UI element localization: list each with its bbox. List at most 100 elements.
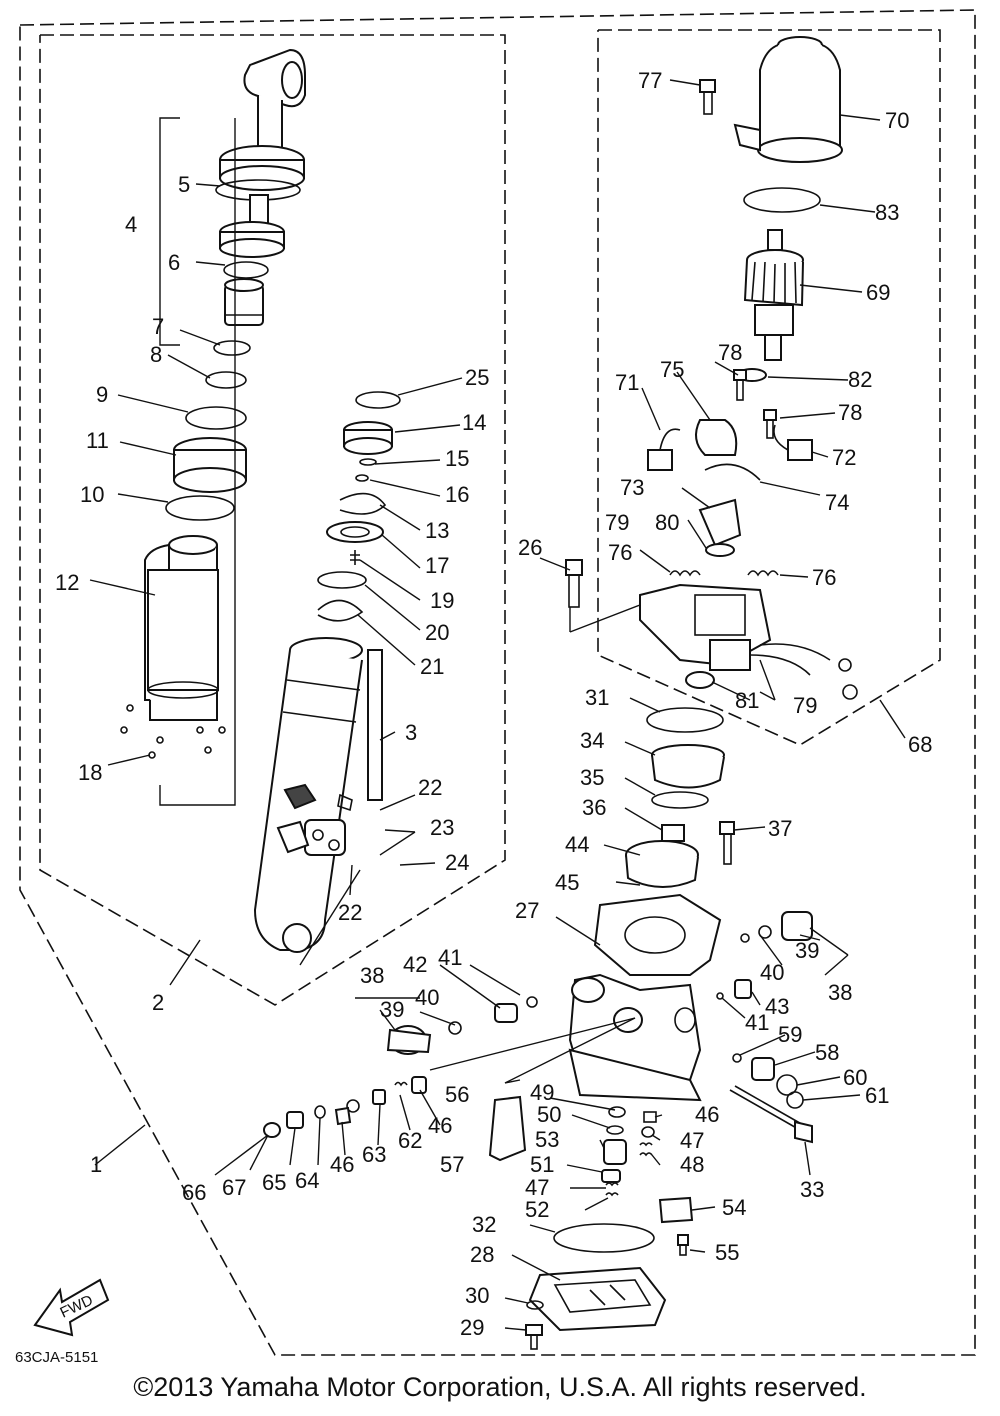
callout-1: 1 — [90, 1152, 102, 1177]
callout-40a: 40 — [415, 985, 439, 1010]
callout-4: 4 — [125, 212, 137, 237]
trim-cylinder — [253, 637, 383, 953]
callout-2: 2 — [152, 990, 164, 1015]
callout-28: 28 — [470, 1242, 494, 1267]
callout-72: 72 — [832, 445, 856, 470]
callout-21: 21 — [420, 654, 444, 679]
callout-47a: 47 — [525, 1175, 549, 1200]
callout-51: 51 — [530, 1152, 554, 1177]
callout-76a: 76 — [608, 540, 632, 565]
diagram-code: 63CJA-5151 — [15, 1349, 98, 1366]
callout-15: 15 — [445, 446, 469, 471]
callout-52: 52 — [525, 1197, 549, 1222]
callout-70: 70 — [885, 108, 909, 133]
callout-3: 3 — [405, 720, 417, 745]
callout-37: 37 — [768, 816, 792, 841]
callout-59: 59 — [778, 1022, 802, 1047]
callout-64: 64 — [295, 1168, 319, 1193]
callout-46a: 46 — [428, 1113, 452, 1138]
callout-61: 61 — [865, 1083, 889, 1108]
callout-17: 17 — [425, 553, 449, 578]
callout-45: 45 — [555, 870, 579, 895]
forward-arrow-icon: FWD — [33, 1278, 110, 1337]
callout-47b: 47 — [680, 1128, 704, 1153]
callout-labels: 1 2 3 4 5 6 7 8 9 10 11 12 13 14 15 16 1… — [55, 68, 932, 1340]
callout-34: 34 — [580, 728, 604, 753]
callout-54: 54 — [722, 1195, 746, 1220]
callout-14: 14 — [462, 410, 486, 435]
callout-10: 10 — [80, 482, 104, 507]
assembly-1-boundary — [19, 9, 976, 1356]
callout-79a: 79 — [605, 510, 629, 535]
leader-lines — [89, 79, 906, 1331]
callout-48: 48 — [680, 1152, 704, 1177]
callout-22b: 22 — [338, 900, 362, 925]
callout-78a: 78 — [718, 340, 742, 365]
callout-44: 44 — [565, 832, 589, 857]
callout-74: 74 — [825, 490, 849, 515]
callout-77: 77 — [638, 68, 662, 93]
callout-46c: 46 — [695, 1102, 719, 1127]
callout-23: 23 — [430, 815, 454, 840]
callout-25: 25 — [465, 365, 489, 390]
callout-65: 65 — [262, 1170, 286, 1195]
callout-40b: 40 — [760, 960, 784, 985]
callout-69: 69 — [866, 280, 890, 305]
tilt-rod-assembly — [120, 48, 306, 759]
callout-35: 35 — [580, 765, 604, 790]
callout-12: 12 — [55, 570, 79, 595]
callout-55: 55 — [715, 1240, 739, 1265]
callout-6: 6 — [168, 250, 180, 275]
callout-81: 81 — [735, 688, 759, 713]
callout-49: 49 — [530, 1080, 554, 1105]
callout-79b: 79 — [793, 693, 817, 718]
callout-22a: 22 — [418, 775, 442, 800]
callout-50: 50 — [537, 1102, 561, 1127]
callout-33: 33 — [800, 1177, 824, 1202]
callout-38b: 38 — [828, 980, 852, 1005]
callout-42: 42 — [403, 952, 427, 977]
callout-30: 30 — [465, 1283, 489, 1308]
callout-80: 80 — [655, 510, 679, 535]
callout-73: 73 — [620, 475, 644, 500]
callout-24: 24 — [445, 850, 469, 875]
callout-63: 63 — [362, 1142, 386, 1167]
callout-46b: 46 — [330, 1152, 354, 1177]
callout-41b: 41 — [745, 1010, 769, 1035]
callout-66: 66 — [182, 1180, 206, 1205]
callout-39a: 39 — [380, 997, 404, 1022]
callout-7: 7 — [152, 314, 164, 339]
callout-9: 9 — [96, 382, 108, 407]
callout-36: 36 — [582, 795, 606, 820]
callout-83: 83 — [875, 200, 899, 225]
callout-76b: 76 — [812, 565, 836, 590]
callout-53: 53 — [535, 1127, 559, 1152]
callout-8: 8 — [150, 342, 162, 367]
callout-13: 13 — [425, 518, 449, 543]
valve-parts — [317, 391, 401, 622]
callout-11: 11 — [86, 428, 109, 453]
callout-57: 57 — [440, 1152, 464, 1177]
callout-82: 82 — [848, 367, 872, 392]
motor-assembly — [565, 36, 858, 700]
pump-body — [263, 707, 813, 1350]
callout-5: 5 — [178, 172, 190, 197]
callout-62: 62 — [398, 1128, 422, 1153]
callout-38a: 38 — [360, 963, 384, 988]
callout-60: 60 — [843, 1065, 867, 1090]
callout-43: 43 — [765, 994, 789, 1019]
callout-16: 16 — [445, 482, 469, 507]
callout-18: 18 — [78, 760, 102, 785]
copyright-notice: ©2013 Yamaha Motor Corporation, U.S.A. A… — [133, 1372, 867, 1402]
callout-29: 29 — [460, 1315, 484, 1340]
callout-75: 75 — [660, 357, 684, 382]
callout-27: 27 — [515, 898, 539, 923]
callout-68: 68 — [908, 732, 932, 757]
callout-41a: 41 — [438, 945, 462, 970]
callout-71: 71 — [615, 370, 639, 395]
callout-39b: 39 — [795, 938, 819, 963]
callout-78b: 78 — [838, 400, 862, 425]
callout-67: 67 — [222, 1175, 246, 1200]
